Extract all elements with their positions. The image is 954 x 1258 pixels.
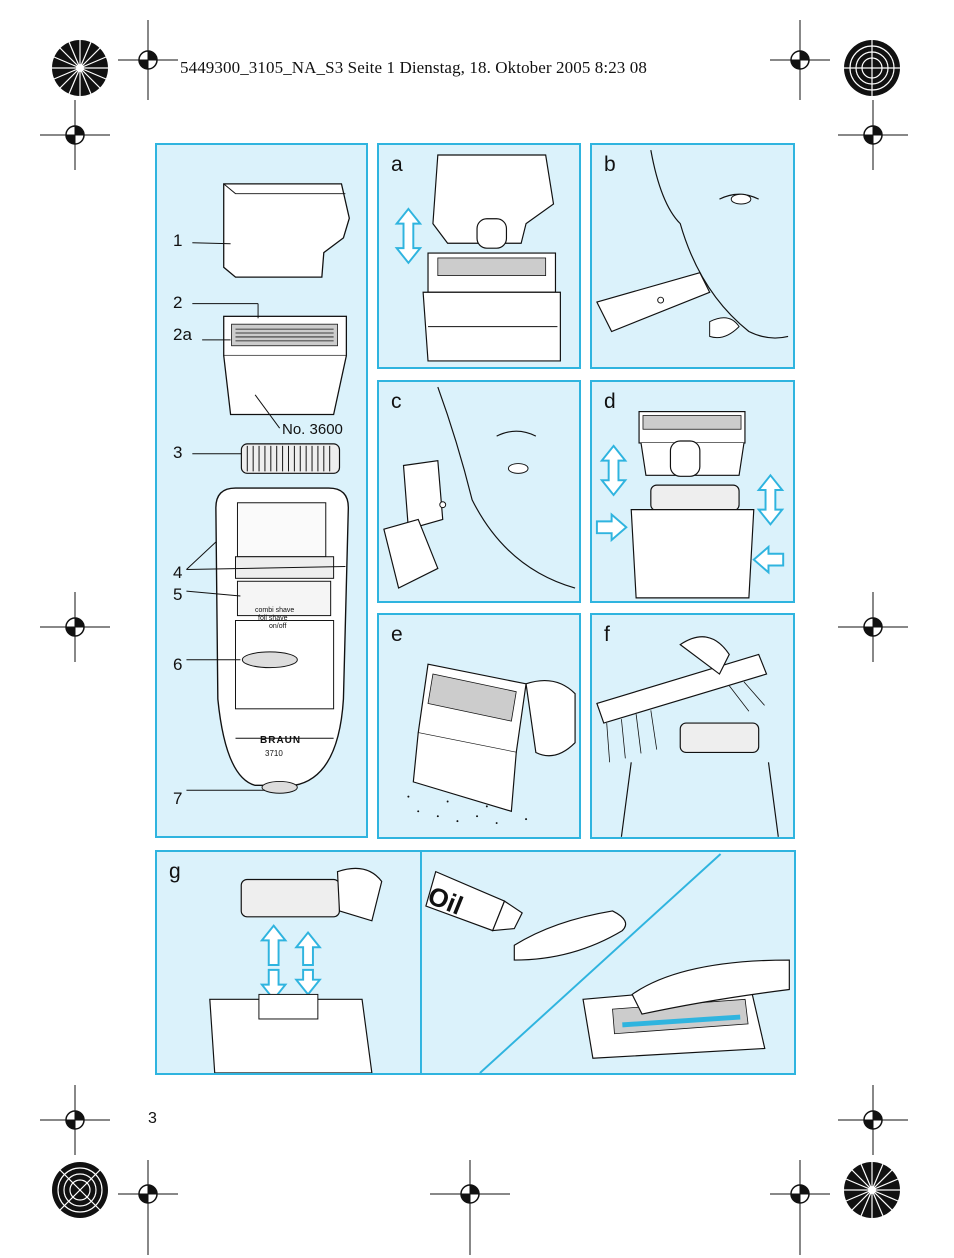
panel-letter-e: e [391,623,403,646]
part-number-label: No. 3600 [282,421,343,438]
panel-b: b [590,143,795,369]
registration-mark [40,100,110,170]
panel-letter-c: c [391,390,402,413]
illustration-trim-sideburns [596,150,789,339]
registration-mark [40,592,110,662]
model-number: 3710 [265,749,283,758]
registration-mark [838,100,908,170]
part-label-3: 3 [173,443,183,462]
shaver-parts-illustration [186,183,350,794]
registration-mark [838,1085,908,1155]
part-label-4: 4 [173,563,183,582]
registration-mark [770,20,830,100]
registration-mark [770,1160,830,1255]
part-label-2: 2 [173,293,183,312]
panel-letter-f: f [604,623,610,646]
panel-letter-g: g [169,860,181,883]
header-text: 5449300_3105_NA_S3 Seite 1 Dienstag, 18.… [180,58,647,77]
part-label-1: 1 [173,231,183,250]
switch-text-foil: foil shave [258,615,288,622]
part-label-7: 7 [173,789,183,808]
panel-g: g Oil [155,850,796,1075]
part-label-6: 6 [173,655,183,674]
registration-mark [430,1160,510,1255]
part-label-5: 5 [173,585,183,604]
panel-letter-a: a [391,153,403,176]
print-target-wheel [52,1162,108,1218]
switch-text-onoff: on/off [269,623,287,630]
page-number: 3 [148,1110,157,1127]
illustration-remove-cap [394,154,561,362]
print-target-wheel [844,1162,900,1218]
switch-text-combi: combi shave [255,607,295,614]
panel-c: c [377,380,581,603]
panel-letter-b: b [604,153,616,176]
panel-a: a [377,143,581,369]
panel-e: e [377,613,581,839]
registration-mark [118,20,178,100]
illustration-brush-clean [596,636,779,837]
brand-logo: BRAUN [260,735,302,746]
illustration-trimmer-use [383,386,576,589]
registration-mark [40,1085,110,1155]
part-label-2a: 2a [173,325,192,344]
panel-parts-overview: 1 2 2a 3 4 5 6 7 No. 3600 BRAUN 3710 com… [155,143,368,838]
registration-mark [118,1160,178,1255]
registration-mark [838,592,908,662]
illustration-tap-out [407,663,576,825]
print-target-wheel [844,40,900,96]
illustration-oiling [209,852,790,1073]
panel-letter-d: d [604,390,616,413]
panel-d: d [590,380,795,603]
print-target-wheel [52,40,108,96]
panel-f: f [590,613,795,839]
illustration-remove-cutter [595,411,785,599]
